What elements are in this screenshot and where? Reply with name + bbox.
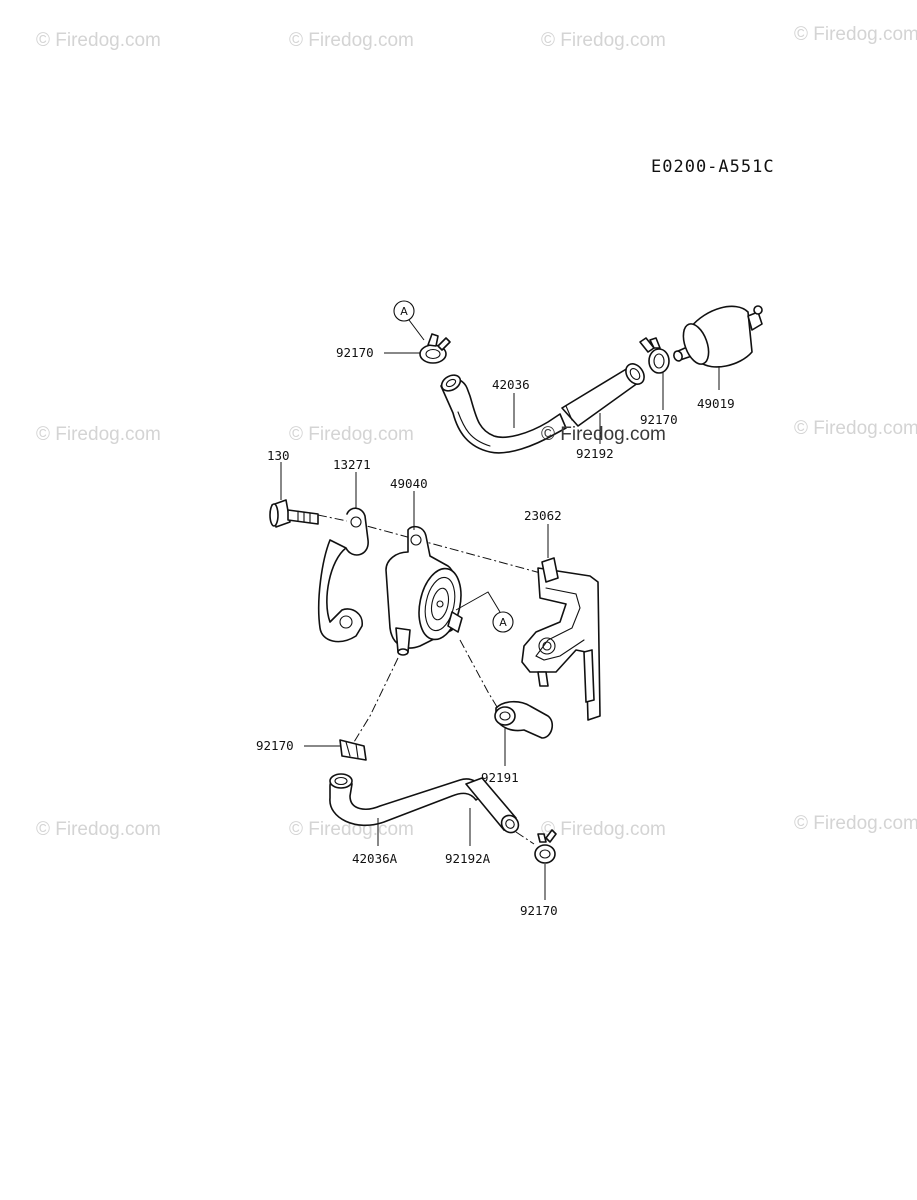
clamp-92170-top bbox=[419, 333, 451, 364]
watermark-center: © Firedog.com bbox=[541, 424, 666, 445]
watermark: © Firedog.com bbox=[541, 30, 666, 51]
part-label-130: 130 bbox=[267, 448, 290, 463]
part-label-13271: 13271 bbox=[333, 457, 371, 472]
part-label-92170-top: 92170 bbox=[336, 345, 374, 360]
watermark: © Firedog.com bbox=[794, 418, 917, 439]
part-label-42036: 42036 bbox=[492, 377, 530, 392]
hose-92192A bbox=[465, 777, 520, 834]
bolt-130 bbox=[269, 499, 319, 528]
part-label-92170-bottom: 92170 bbox=[520, 903, 558, 918]
hose-92192 bbox=[561, 363, 645, 427]
part-label-23062: 23062 bbox=[524, 508, 562, 523]
reference-marker-a-top: A bbox=[393, 300, 425, 341]
part-label-49019: 49019 bbox=[697, 396, 735, 411]
watermark: © Firedog.com bbox=[36, 424, 161, 445]
mounting-frame bbox=[521, 567, 601, 721]
part-label-92192: 92192 bbox=[576, 446, 614, 461]
watermark: © Firedog.com bbox=[794, 813, 917, 834]
hose-42036A bbox=[329, 773, 485, 827]
part-label-92170-right: 92170 bbox=[640, 412, 678, 427]
clamp-92170-left bbox=[339, 739, 367, 761]
part-label-92170-left: 92170 bbox=[256, 738, 294, 753]
part-label-92192A: 92192A bbox=[445, 851, 491, 866]
fuel-pump-49040 bbox=[385, 525, 463, 656]
watermark: © Firedog.com bbox=[289, 819, 414, 840]
hose-42036 bbox=[440, 374, 567, 454]
bracket-13271 bbox=[317, 507, 369, 643]
watermark: © Firedog.com bbox=[36, 819, 161, 840]
part-label-49040: 49040 bbox=[390, 476, 428, 491]
watermark: © Firedog.com bbox=[289, 30, 414, 51]
clamp-92170-bottom bbox=[534, 829, 557, 864]
watermark: © Firedog.com bbox=[289, 424, 414, 445]
part-label-92191: 92191 bbox=[481, 770, 519, 785]
part-label-42036A: 42036A bbox=[352, 851, 398, 866]
hose-92191 bbox=[494, 700, 554, 739]
fuel-filter-49019 bbox=[673, 305, 763, 368]
diagram-code: E0200-A551C bbox=[651, 157, 775, 177]
watermark: © Firedog.com bbox=[794, 24, 917, 45]
reference-marker-label: A bbox=[499, 616, 507, 629]
reference-marker-a-middle: A bbox=[455, 591, 514, 633]
watermarks: © Firedog.com © Firedog.com © Firedog.co… bbox=[36, 24, 917, 840]
nut-23062 bbox=[541, 557, 559, 583]
clamp-92170-right bbox=[639, 337, 670, 374]
watermark: © Firedog.com bbox=[36, 30, 161, 51]
reference-marker-label: A bbox=[400, 305, 408, 318]
watermark: © Firedog.com bbox=[541, 819, 666, 840]
